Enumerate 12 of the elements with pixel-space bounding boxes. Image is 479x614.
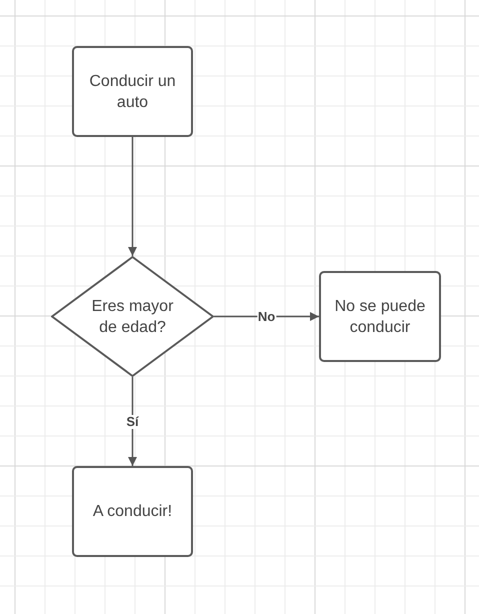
- node-text: A conducir!: [92, 502, 174, 522]
- node-text: Eres mayor de edad?: [90, 296, 174, 338]
- node-text: Conducir un auto: [88, 72, 177, 112]
- decision-diamond: [51, 256, 214, 377]
- edge-label: No: [256, 310, 276, 324]
- edge-label: Sí: [125, 414, 140, 428]
- process-box: [72, 46, 193, 137]
- node-text: No se puede conducir: [334, 296, 426, 338]
- arrow: [128, 137, 137, 256]
- process-box: [319, 271, 441, 362]
- arrow: [128, 377, 137, 466]
- process-box: [72, 466, 193, 557]
